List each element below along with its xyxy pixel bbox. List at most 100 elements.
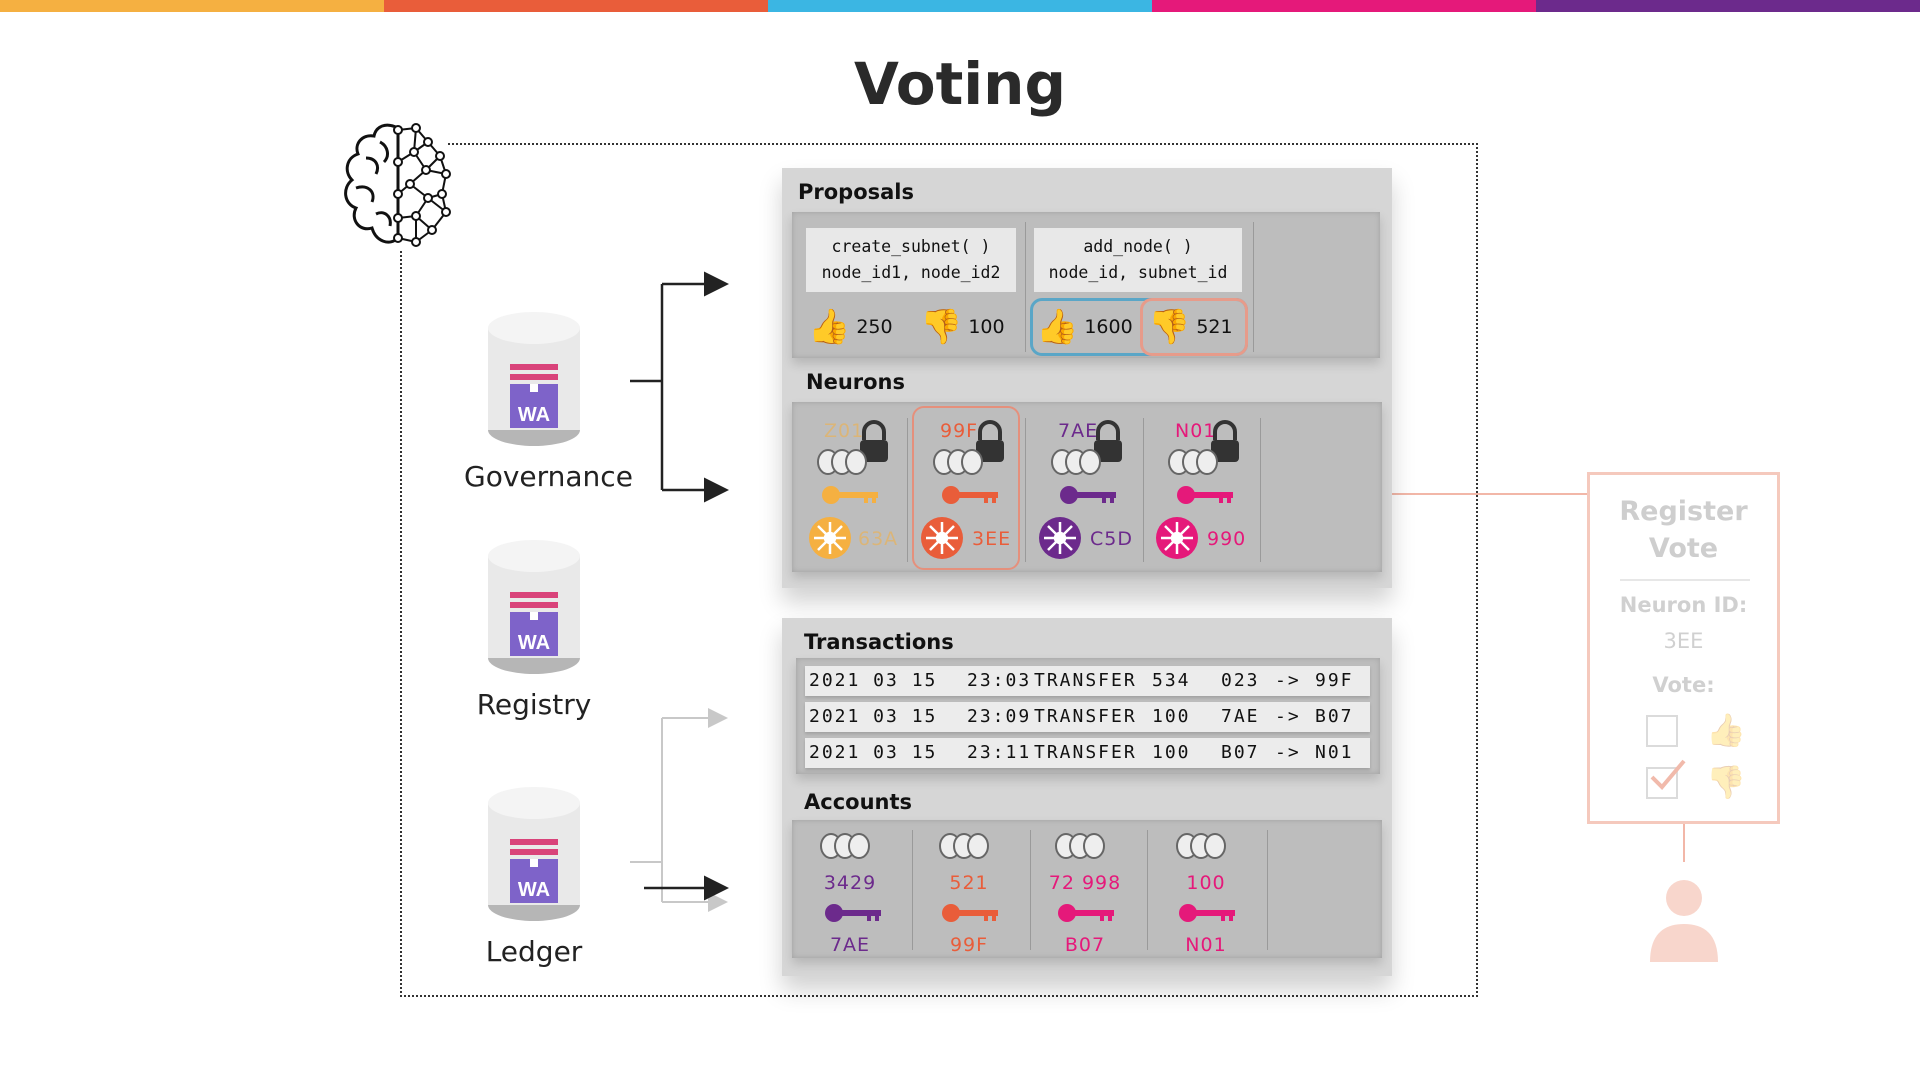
neuron-id-label: Neuron ID: [1619,593,1748,617]
vote-no-highlight [1140,298,1248,356]
account-owner: 7AE [829,934,871,956]
vote-no: 👎 521 [1148,310,1233,344]
account-cell[interactable]: 72 998 B07 [1030,832,1140,962]
vote-yes: 👍 250 [808,310,893,344]
transaction-row[interactable]: 2021 03 15 23:03 TRANSFER 534 023 -> 99F [805,666,1370,696]
vote-yes: 👍 1600 [1036,310,1133,344]
canister-icon: WA [488,312,580,446]
proposal-method: add_node( ) [1083,237,1193,256]
thumbs-down-icon: 👎 [1148,307,1191,347]
account-owner: 99F [949,934,989,956]
account-cell[interactable]: 521 99F [914,832,1024,962]
stripe-red [384,0,768,12]
neuron-divider [907,418,908,562]
tx-arrow: -> [1275,742,1301,763]
account-divider [1147,830,1148,950]
accounts-title: Accounts [804,790,913,814]
lock-icon [1211,420,1239,462]
stripe-purple [1536,0,1920,12]
register-vote-divider [1620,579,1750,581]
system-boundary [400,143,1478,997]
tx-arrow: -> [1275,706,1301,727]
ledger-canister: WA Ledger [464,783,604,968]
neuron-icon [1039,517,1081,559]
account-cell[interactable]: 100 N01 [1151,832,1261,962]
key-icon [1179,904,1235,922]
neuron-icon [809,517,851,559]
coins-icon [933,449,983,475]
account-balance: 72 998 [1048,872,1122,894]
lock-icon [976,420,1004,462]
key-icon [1060,486,1116,504]
neuron-divider [1143,418,1144,562]
register-vote-title: Register Vote [1619,496,1748,564]
coins-icon [1168,449,1218,475]
lock-icon [860,420,888,462]
proposal-card-create-subnet[interactable]: create_subnet( ) node_id1, node_id2 [806,228,1016,292]
neuron-icon [921,517,963,559]
canister-icon: WA [488,787,580,921]
tx-time: 23:03 [967,670,1032,691]
user-icon [1650,880,1718,962]
tx-to: N01 [1315,742,1354,763]
tx-type: TRANSFER [1034,670,1137,691]
account-owner: N01 [1185,934,1227,956]
vote-no-checkbox[interactable] [1646,767,1678,799]
tx-date: 2021 03 15 [809,742,938,763]
neuron-icon [1156,517,1198,559]
neuron-cell[interactable]: 7AE C5D [1036,420,1146,560]
vote-yes-checkbox[interactable] [1646,715,1678,747]
neuron-account-id: 99F [940,420,979,442]
tx-date: 2021 03 15 [809,670,938,691]
account-balance: 100 [1186,872,1226,894]
tx-date: 2021 03 15 [809,706,938,727]
neuron-cell[interactable]: Z01 63A [802,420,912,560]
tx-arrow: -> [1275,670,1301,691]
stripe-pink [1152,0,1536,12]
vote-count: 100 [968,316,1005,338]
neuron-cell[interactable]: 99F 3EE [918,420,1028,560]
proposal-card-add-node[interactable]: add_node( ) node_id, subnet_id [1034,228,1242,292]
canister-badge: WA [518,404,550,426]
thumbs-up-icon: 👍 [1036,307,1079,347]
proposal-args: node_id, subnet_id [1048,263,1228,282]
neuron-cell[interactable]: N01 990 [1153,420,1263,560]
key-icon [822,486,878,504]
neuron-divider [1025,418,1026,562]
brain-ai-icon [344,123,451,250]
tx-from: B07 [1221,742,1260,763]
thumbs-down-icon: 👎 [920,307,963,347]
stripe-orange [0,0,384,12]
key-icon [825,904,881,922]
canister-badge: WA [518,632,550,654]
neuron-id: 3EE [972,528,1012,550]
registry-canister: WA Registry [464,536,604,721]
account-cell[interactable]: 3429 7AE [795,832,905,962]
transaction-row[interactable]: 2021 03 15 23:11 TRANSFER 100 B07 -> N01 [805,738,1370,768]
thumbs-down-icon: 👎 [1706,763,1746,801]
neuron-id: 990 [1207,528,1247,550]
transactions-title: Transactions [804,630,954,654]
neurons-title: Neurons [806,370,906,394]
tx-to: 99F [1315,670,1354,691]
proposal-divider [1025,222,1026,352]
account-balance: 521 [949,872,989,894]
account-divider [1030,830,1031,950]
proposal-args: node_id1, node_id2 [821,263,1001,282]
vote-count: 250 [856,316,893,338]
service-label-governance: Governance [464,460,633,493]
vote-no: 👎 100 [920,310,1005,344]
neuron-id: C5D [1090,528,1133,550]
tx-time: 23:09 [967,706,1032,727]
tx-from: 7AE [1221,706,1260,727]
neuron-divider [1260,418,1261,562]
governance-canister: WA Governance [464,308,633,493]
tx-amount: 534 [1152,670,1191,691]
tx-to: B07 [1315,706,1354,727]
neuron-account-id: 7AE [1058,420,1099,442]
canister-badge: WA [518,879,550,901]
key-icon [1177,486,1233,504]
register-vote-panel[interactable]: Register Vote Neuron ID: 3EE Vote: 👍 👎 [1587,472,1780,824]
transaction-row[interactable]: 2021 03 15 23:09 TRANSFER 100 7AE -> B07 [805,702,1370,732]
neuron-id: 63A [858,528,899,550]
